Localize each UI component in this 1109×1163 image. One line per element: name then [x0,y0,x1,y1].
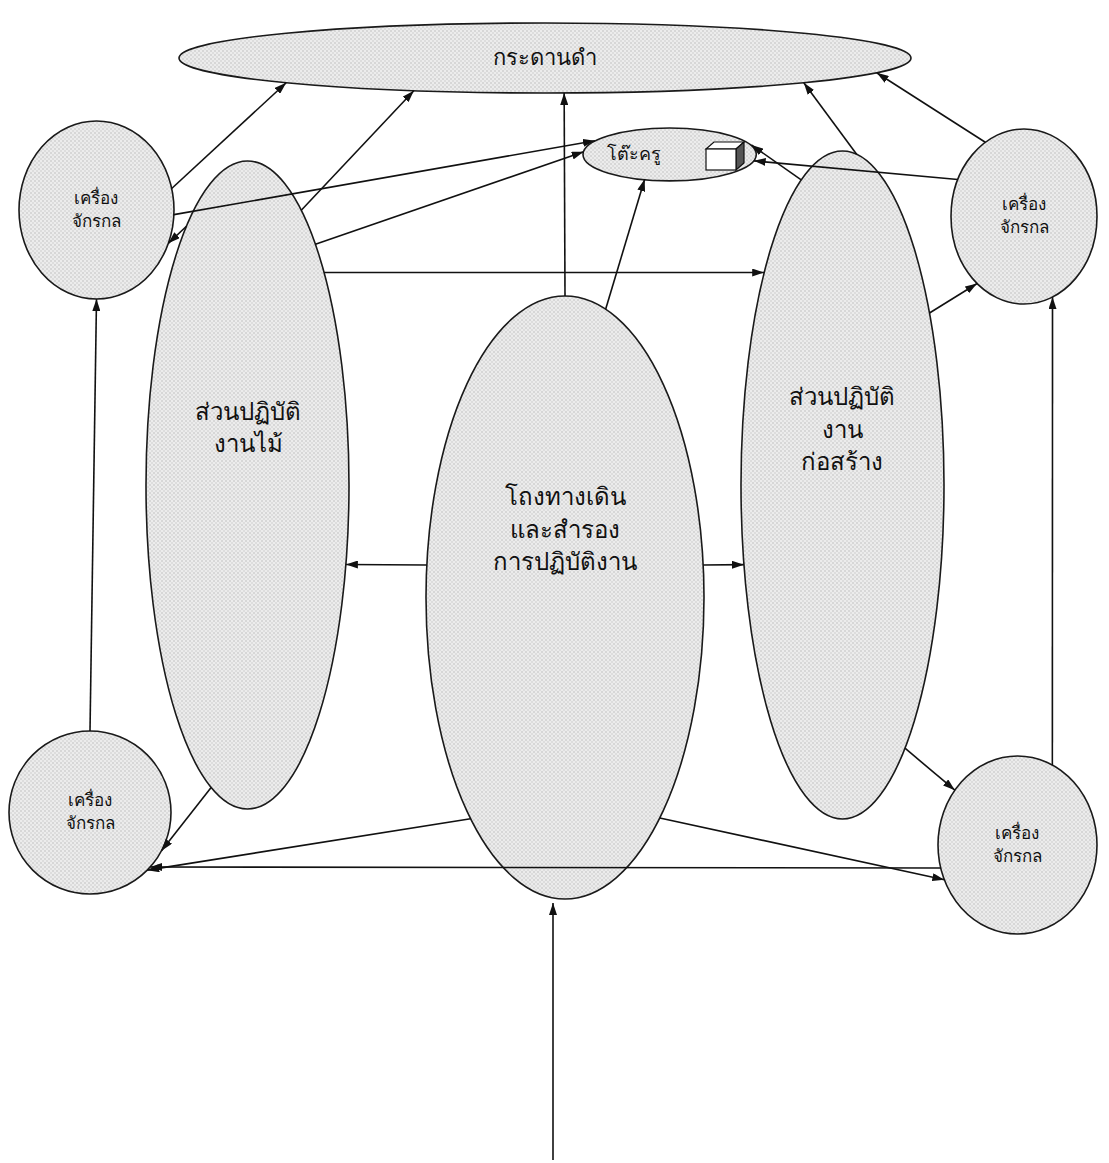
label-line: งานไม้ [195,428,301,460]
corridor-ellipse: โถงทางเดิน และสำรอง การปฏิบัติงาน [425,295,705,900]
area-label: ส่วนปฏิบัติ งานไม้ [195,396,301,461]
ellipse-outline [425,295,705,900]
area-label: เครื่อง จักรกล [66,789,115,835]
flow-arrow [346,564,427,566]
area-label: เครื่อง จักรกล [72,187,121,233]
label-line: ส่วนปฏิบัติ [195,396,301,428]
ellipse-shape [951,129,1097,304]
label-line: และสำรอง [493,514,637,546]
ellipse-outline [18,120,175,300]
flow-arrow [877,73,986,143]
label-line: เครื่อง [72,187,121,210]
area-label: เครื่อง จักรกล [1000,193,1049,239]
label-line: โถงทางเดิน [493,481,637,513]
text-group: ส่วนปฏิบัติ งาน ก่อสร้าง [789,381,895,478]
flow-arrow [660,818,945,880]
ellipse-outline [740,150,945,820]
text-group: เครื่อง จักรกล [72,187,121,233]
flow-arrow [174,141,595,215]
label-line: กระดานดำ [493,43,597,73]
text-group: เครื่อง จักรกล [993,822,1042,868]
machine-circle: เครื่อง จักรกล [18,120,175,300]
flow-arrow [301,91,414,211]
flow-arrow [172,83,287,189]
label-line: จักรกล [72,210,121,233]
label-line: เครื่อง [993,822,1042,845]
ellipse-outline [145,160,350,810]
label-line: เครื่อง [1000,193,1049,216]
ellipse-shape [9,731,171,894]
work-area-ellipse: ส่วนปฏิบัติ งานไม้ [145,160,350,810]
text-group: เครื่อง จักรกล [66,789,115,835]
label-line: การปฏิบัติงาน [493,546,637,578]
flow-arrow [563,93,565,296]
area-label: กระดานดำ [493,43,597,73]
ellipse-outline [950,128,1098,305]
label-line: โต๊ะครู [607,142,661,166]
flow-arrow [150,867,941,868]
flow-arrow [324,272,764,274]
ellipse-shape [179,23,911,93]
flow-arrow [147,819,470,870]
flow-arrow [162,787,212,850]
area-label: ส่วนปฏิบัติ งาน ก่อสร้าง [789,381,895,478]
ellipse-outline [937,755,1098,935]
entrance-arrow [552,903,554,1160]
ellipse-outline [8,730,172,895]
flow-arrow [168,226,186,243]
flow-arrow [751,145,801,180]
ellipse-shape [19,121,174,299]
flow-arrow [90,299,97,731]
ellipse-shape [426,296,704,899]
flow-arrow [606,179,645,309]
ellipse-shape [741,151,944,819]
desk-box-icon [704,139,746,171]
area-label: โต๊ะครู [607,142,661,166]
work-area-ellipse: ส่วนปฏิบัติ งาน ก่อสร้าง [740,150,945,820]
text-group: โถงทางเดิน และสำรอง การปฏิบัติงาน [493,481,637,578]
text-group: กระดานดำ [493,43,597,73]
label-line: ส่วนปฏิบัติ [789,381,895,413]
label-line: จักรกล [66,812,115,835]
flow-arrow [754,161,958,180]
area-label: โถงทางเดิน และสำรอง การปฏิบัติงาน [493,481,637,578]
machine-circle: เครื่อง จักรกล [8,730,172,895]
flow-arrow [905,748,955,790]
blackboard-ellipse: กระดานดำ [178,22,912,94]
label-line: จักรกล [1000,216,1049,239]
flow-arrow [1052,297,1054,765]
ellipse-shape [938,756,1097,934]
text-group: ส่วนปฏิบัติ งานไม้ [195,396,301,461]
machine-circle: เครื่อง จักรกล [937,755,1098,935]
label-line: ก่อสร้าง [789,446,895,478]
text-group: เครื่อง จักรกล [1000,193,1049,239]
area-label: เครื่อง จักรกล [993,822,1042,868]
ellipse-shape [146,161,349,809]
flow-arrow [804,83,857,155]
machine-circle: เครื่อง จักรกล [950,128,1098,305]
flow-arrow [703,564,744,566]
flow-arrow [930,284,978,313]
flow-arrow [315,152,583,245]
text-group: โต๊ะครู [607,142,661,166]
label-line: งาน [789,414,895,446]
label-line: จักรกล [993,845,1042,868]
label-line: เครื่อง [66,789,115,812]
ellipse-shape [583,128,756,181]
